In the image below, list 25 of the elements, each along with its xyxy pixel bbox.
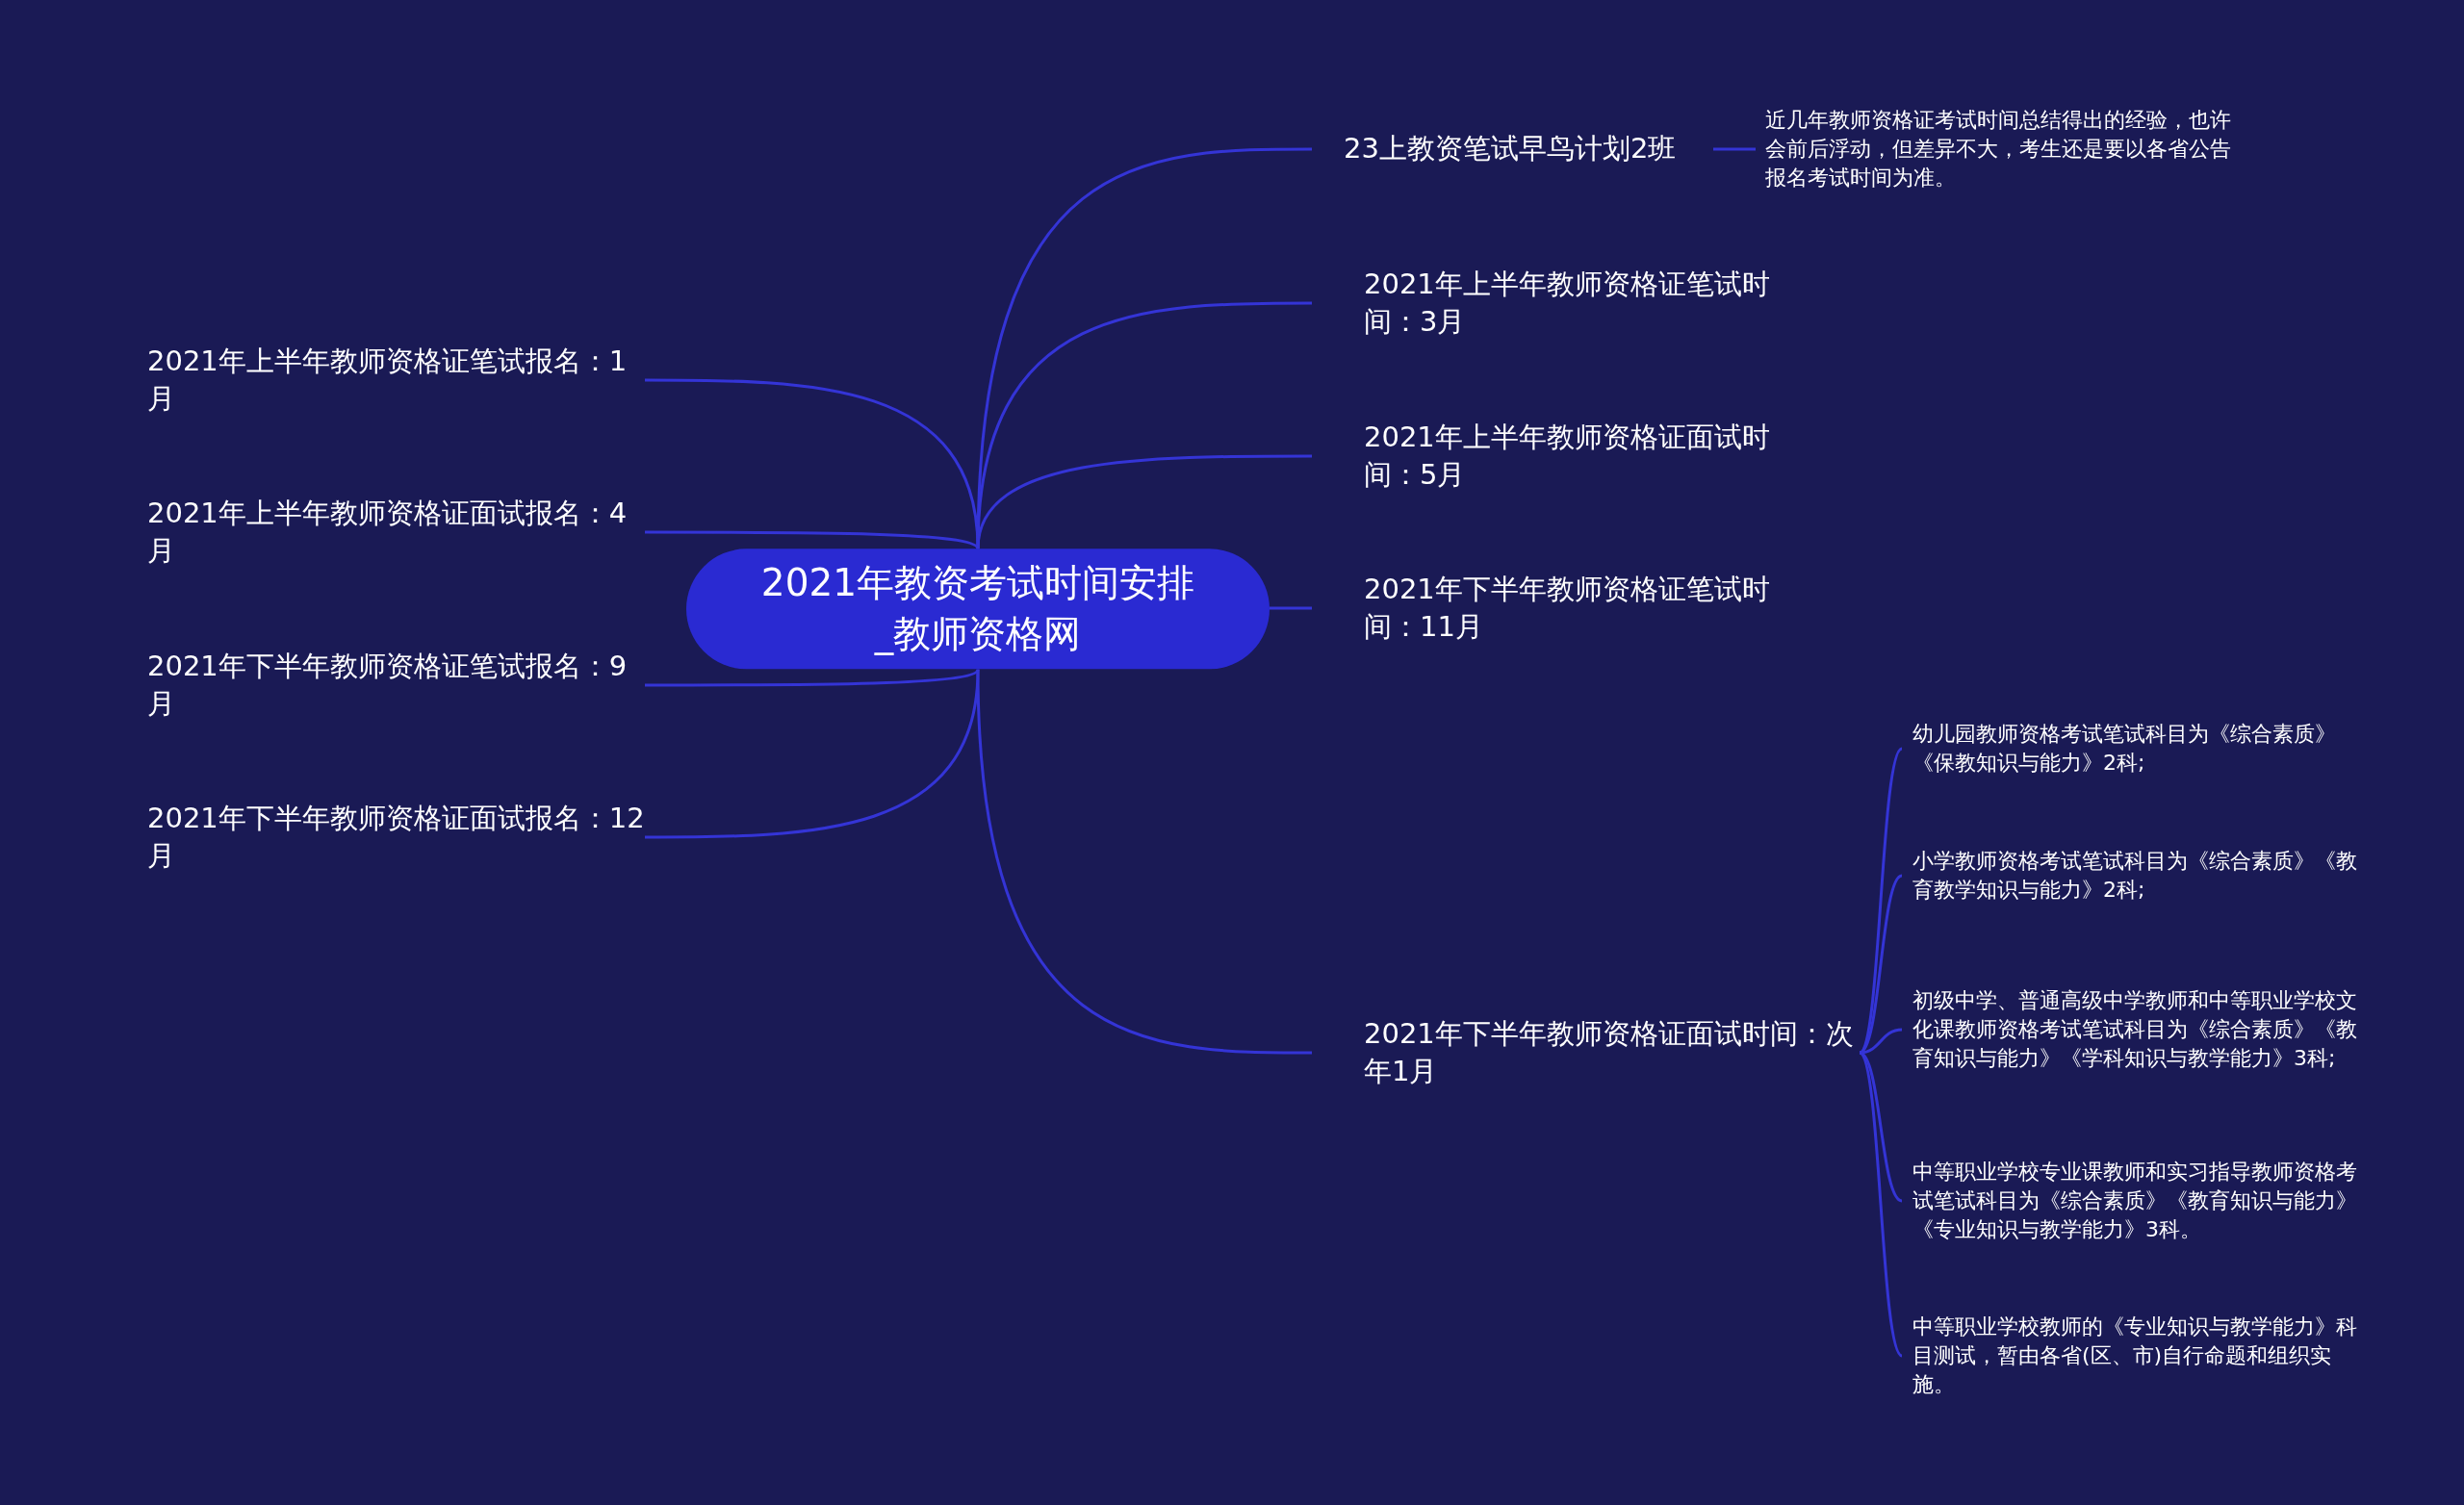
branch-text: 2021年上半年教师资格证面试报名：4月: [147, 495, 629, 569]
note-text: 近几年教师资格证考试时间总结得出的经验，也许会前后浮动，但差异不大，考生还是要以各省公告报名考试时间为准。: [1765, 107, 2232, 191]
note-text: 小学教师资格考试笔试科目为《综合素质》《教育教学知识与能力》2科;: [1912, 848, 2358, 904]
connector-line: [645, 669, 980, 839]
connector-line: [976, 454, 1312, 549]
connector-line: [1859, 1051, 1903, 1203]
note-text: 幼儿园教师资格考试笔试科目为《综合素质》《保教知识与能力》2科;: [1912, 721, 2337, 777]
note-text: 中等职业学校专业课教师和实习指导教师资格考试笔试科目为《综合素质》《教育知识与能力》《专业知识与教学能力》3科。: [1912, 1159, 2358, 1243]
branch-text: 23上教资笔试早鸟计划2班: [1344, 131, 1678, 167]
topic-title: 2021年教资考试时间安排_教师资格网: [759, 560, 1196, 657]
branch-text: 2021年下半年教师资格证笔试时间：11月: [1364, 571, 1771, 645]
branch-text: 2021年下半年教师资格证面试报名：12月: [147, 800, 645, 874]
connector-line: [1713, 147, 1756, 151]
connector-line: [1858, 1052, 1904, 1357]
branch-text: 2021年下半年教师资格证面试时间：次年1月: [1364, 1015, 1855, 1089]
connector-line: [976, 147, 1312, 549]
branch-text: 2021年上半年教师资格证面试时间：5月: [1364, 419, 1771, 493]
connector-line: [976, 669, 1312, 1055]
note-text: 初级中学、普通高级中学教师和中等职业学校文化课教师资格考试笔试科目为《综合素质》《教育知识与能力》《学科知识与教学能力》3科;: [1912, 987, 2358, 1072]
branch-text: 2021年上半年教师资格证笔试报名：1月: [147, 343, 629, 417]
note-text: 中等职业学校教师的《专业知识与教学能力》科目测试，暂由各省(区、市)自行命题和组织实施。: [1912, 1314, 2358, 1398]
branch-text: 2021年下半年教师资格证笔试报名：9月: [147, 648, 629, 722]
branch-text: 2021年上半年教师资格证笔试时间：3月: [1364, 266, 1771, 340]
connector-line: [645, 530, 980, 550]
connector-line: [1270, 606, 1312, 610]
